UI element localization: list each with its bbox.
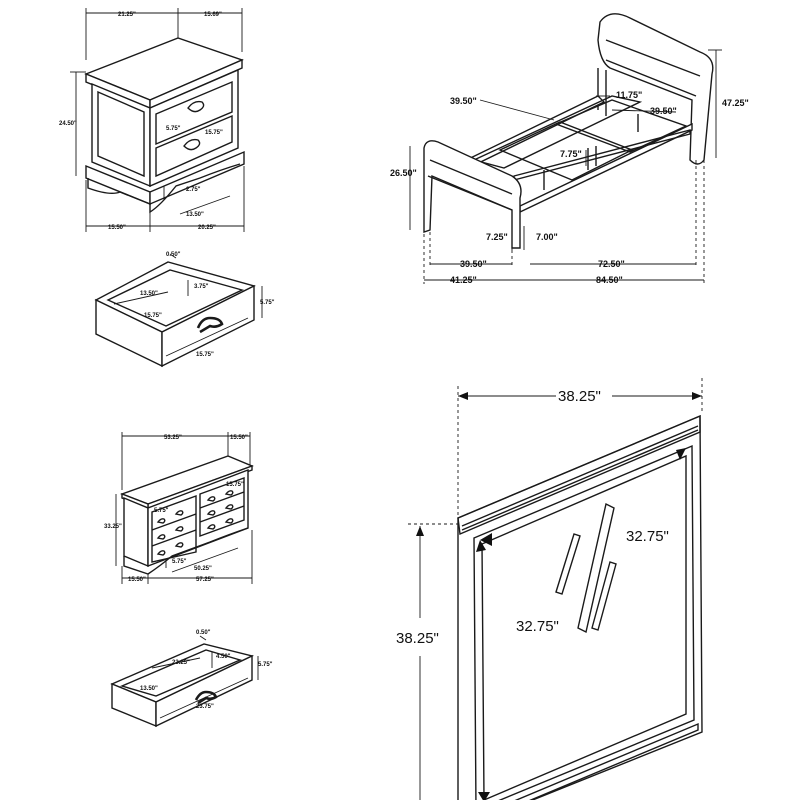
dr-drawer-inner-width: 13.50" bbox=[140, 686, 158, 692]
ns-drawer-height: 5.75" bbox=[260, 300, 275, 306]
mirror-drawing bbox=[408, 378, 703, 800]
nightstand-top-width: 21.25" bbox=[118, 12, 136, 18]
dresser-inner-width: 50.25" bbox=[194, 566, 212, 572]
bed-overall-length: 84.50" bbox=[596, 275, 623, 285]
nightstand-depth-bottom: 15.50" bbox=[108, 225, 126, 231]
bed-clearance-right: 7.00" bbox=[536, 232, 558, 242]
ns-drawer-top-gap: 0.50" bbox=[166, 252, 181, 258]
dresser-drawing bbox=[115, 432, 254, 584]
bed-drawing bbox=[409, 13, 722, 284]
mirror-height: 38.25" bbox=[396, 630, 439, 647]
bed-inner-width: 39.50" bbox=[650, 106, 677, 116]
nightstand-width-bottom: 20.25" bbox=[198, 225, 216, 231]
nightstand-drawer-upper: 5.75" bbox=[166, 126, 181, 132]
nightstand-inner-width: 13.50" bbox=[186, 212, 204, 218]
bed-clearance-left: 7.25" bbox=[486, 232, 508, 242]
dresser-depth: 15.50" bbox=[230, 435, 248, 441]
dr-drawer-height: 5.75" bbox=[258, 662, 273, 668]
bed-overall-width: 41.25" bbox=[450, 275, 477, 285]
ns-drawer-inner-height: 3.75" bbox=[194, 284, 209, 290]
dresser-depth-bottom: 15.50" bbox=[128, 577, 146, 583]
ns-drawer-inner-width: 15.75" bbox=[144, 313, 162, 319]
nightstand-drawing bbox=[70, 8, 245, 232]
bed-inner-width-bottom: 39.50" bbox=[460, 259, 487, 269]
dresser-drawer-a: 15.75" bbox=[226, 482, 244, 488]
dr-drawer-inner-depth: 23.25" bbox=[172, 660, 190, 666]
nightstand-drawer-lower: 15.75" bbox=[205, 130, 223, 136]
bed-rail-width: 39.50" bbox=[450, 96, 477, 106]
ns-drawer-width: 15.75" bbox=[196, 352, 214, 358]
bed-rail-length: 72.50" bbox=[598, 259, 625, 269]
bed-footboard-height: 26.50" bbox=[390, 168, 417, 178]
dr-drawer-top-gap: 0.50" bbox=[196, 630, 211, 636]
mirror-glass-height: 32.75" bbox=[516, 618, 559, 635]
nightstand-top-depth: 15.69" bbox=[204, 12, 222, 18]
bed-headboard-height: 47.25" bbox=[722, 98, 749, 108]
bed-slat-inner: 11.75" bbox=[616, 90, 642, 100]
nightstand-height: 24.50" bbox=[59, 121, 77, 127]
dresser-drawer-c: 5.75" bbox=[172, 559, 187, 565]
dresser-width-bottom: 57.25" bbox=[196, 577, 214, 583]
dresser-drawer-drawing bbox=[110, 635, 259, 728]
dr-drawer-width: 23.75" bbox=[196, 704, 214, 710]
mirror-glass-width: 32.75" bbox=[626, 528, 669, 545]
dresser-width: 53.25" bbox=[164, 435, 182, 441]
nightstand-drawer-drawing bbox=[94, 253, 263, 368]
bed-slat-height: 7.75" bbox=[560, 149, 582, 159]
dresser-drawer-b: 5.75" bbox=[154, 508, 169, 514]
dresser-height: 33.25" bbox=[104, 524, 122, 530]
mirror-width: 38.25" bbox=[558, 388, 601, 405]
nightstand-leg-height: 2.75" bbox=[186, 187, 201, 193]
dr-drawer-inner-height: 4.50" bbox=[216, 654, 231, 660]
ns-drawer-inner-depth: 13.50" bbox=[140, 291, 158, 297]
